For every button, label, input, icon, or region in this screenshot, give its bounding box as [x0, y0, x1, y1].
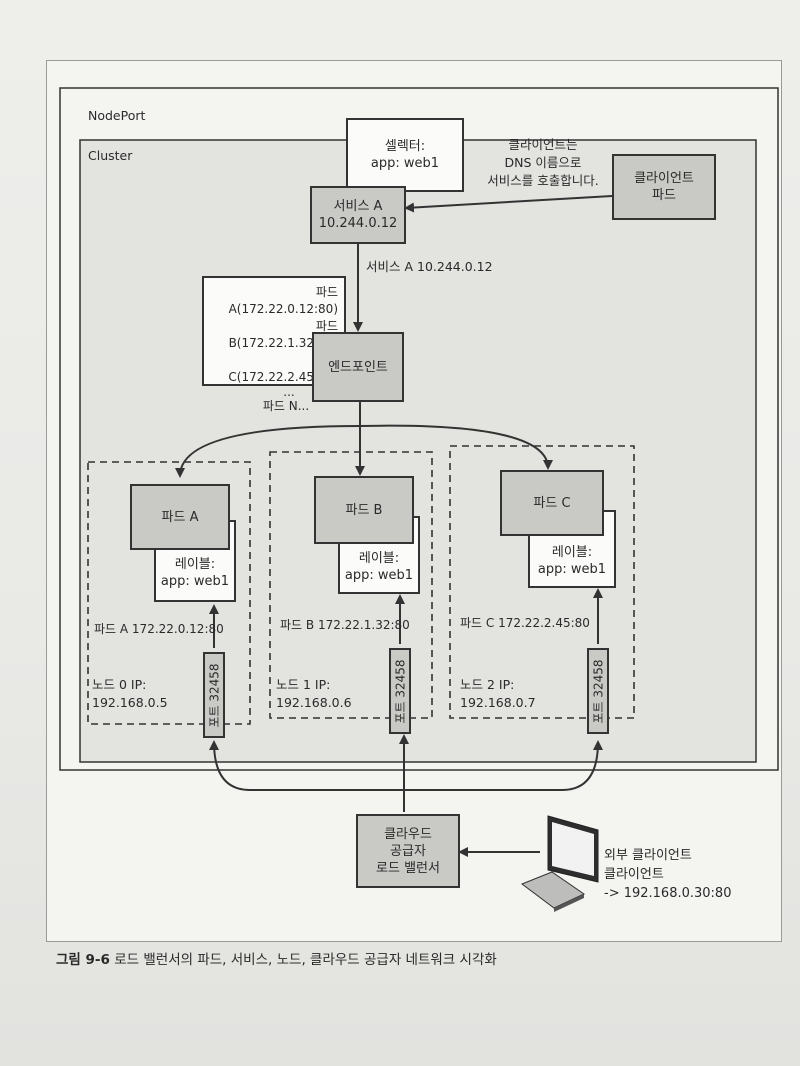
node-2-port-label: 포트 32458 [591, 658, 606, 724]
arrow-endpoints-to-pod-c [359, 424, 553, 470]
computer-icon [520, 815, 599, 912]
external-client-line3: -> 192.168.0.30:80 [604, 886, 732, 901]
node-0-port: 포트 32458 [203, 652, 225, 738]
nodeport-region [59, 87, 779, 771]
node-0-region [87, 461, 251, 725]
endpoints-label: 엔드포인트 [328, 359, 388, 375]
pod-c-label-line1: 레이블: [551, 545, 593, 560]
endpoint-list-box: 파드 A(172.22.0.12:80) 파드 B(172.22.1.32:80… [202, 276, 346, 413]
endpoint-item: 파드 N... [262, 399, 310, 413]
client-pod-line1: 클라이언트 [634, 171, 694, 186]
node-1-port-label: 포트 32458 [393, 658, 408, 724]
pod-b-box: 파드 B [314, 476, 414, 544]
pod-b-label-line2: app: web1 [344, 568, 414, 583]
pod-c-ip: 파드 C 172.22.2.45:80 [460, 616, 590, 630]
arrow-client-to-service [404, 195, 613, 213]
pod-b-ip: 파드 B 172.22.1.32:80 [280, 618, 410, 632]
pod-a-label-line1: 레이블: [174, 557, 216, 572]
figure-caption: 그림 9-6 로드 밸런서의 파드, 서비스, 노드, 클라우드 공급자 네트워… [56, 948, 497, 968]
nodeport-label: NodePort [88, 108, 146, 123]
client-note: 클라이언트는 DNS 이름으로 서비스를 호출합니다. [478, 136, 608, 190]
endpoints-box: 엔드포인트 [312, 332, 404, 402]
load-balancer-line3: 로드 밸런서 [376, 860, 440, 876]
client-pod-line2: 파드 [652, 188, 676, 203]
pod-a-box-front: 파드 A [130, 484, 230, 550]
pod-c-title: 파드 C [533, 495, 571, 511]
endpoint-item: 파드 A(172.22.0.12:80) [228, 285, 338, 316]
cluster-label: Cluster [88, 148, 133, 163]
node-2-port: 포트 32458 [587, 648, 609, 734]
client-pod-box: 클라이언트 파드 [612, 154, 716, 220]
node-0-line2: 192.168.0.5 [92, 695, 168, 710]
arrow-lb-to-port-2 [404, 740, 603, 791]
endpoint-item: ... [283, 385, 295, 399]
client-note-line3: 서비스를 호출합니다. [487, 173, 599, 188]
node-1-region [269, 451, 433, 719]
figure-number: 그림 9-6 [56, 952, 110, 968]
external-client-line1: 외부 클라이언트 [604, 848, 692, 863]
node-2-line1: 노드 2 IP: [460, 677, 515, 692]
load-balancer-line1: 클라우드 [384, 826, 432, 842]
service-line1: 서비스 A [333, 199, 383, 214]
node-0-info: 노드 0 IP: 192.168.0.5 [92, 676, 168, 712]
service-box: 서비스 A 10.244.0.12 [310, 186, 406, 244]
node-1-port: 포트 32458 [389, 648, 411, 734]
node-1-line1: 노드 1 IP: [276, 677, 331, 692]
node-1-info: 노드 1 IP: 192.168.0.6 [276, 676, 352, 712]
pod-c-box: 파드 C [500, 470, 604, 536]
node-0-port-label: 포트 32458 [207, 662, 222, 728]
pod-a-title: 파드 A [161, 509, 199, 525]
node-2-info: 노드 2 IP: 192.168.0.7 [460, 676, 536, 712]
node-0-line1: 노드 0 IP: [92, 677, 147, 692]
load-balancer-line2: 공급자 [390, 843, 426, 859]
arrow-endpoints-to-pod-a [175, 425, 361, 478]
cluster-region [79, 139, 757, 763]
external-client-label: 외부 클라이언트 클라이언트 -> 192.168.0.30:80 [604, 846, 731, 903]
node-2-line2: 192.168.0.7 [460, 695, 536, 710]
pod-b-title: 파드 B [345, 502, 383, 518]
selector-line2: app: web1 [370, 156, 440, 171]
service-arrow-label: 서비스 A 10.244.0.12 [366, 259, 493, 274]
client-note-line1: 클라이언트는 [508, 137, 578, 152]
pod-b-label-line1: 레이블: [358, 551, 400, 566]
pod-a-label-line2: app: web1 [160, 574, 230, 589]
load-balancer-box: 클라우드 공급자 로드 밸런서 [356, 814, 460, 888]
pod-c-label-line2: app: web1 [537, 562, 607, 577]
external-client-line2: 클라이언트 [604, 867, 664, 882]
endpoint-item: 파드 B(172.22.1.32:80) [228, 319, 338, 350]
service-line2: 10.244.0.12 [318, 216, 398, 231]
arrow-lb-to-port-0 [209, 740, 404, 791]
client-note-line2: DNS 이름으로 [504, 155, 582, 170]
node-1-line2: 192.168.0.6 [276, 695, 352, 710]
figure-caption-text: 로드 밸런서의 파드, 서비스, 노드, 클라우드 공급자 네트워크 시각화 [114, 952, 497, 968]
selector-box: 셀렉터: app: web1 [346, 118, 464, 192]
selector-line1: 셀렉터: [384, 139, 426, 154]
pod-a-ip: 파드 A 172.22.0.12:80 [94, 622, 224, 636]
